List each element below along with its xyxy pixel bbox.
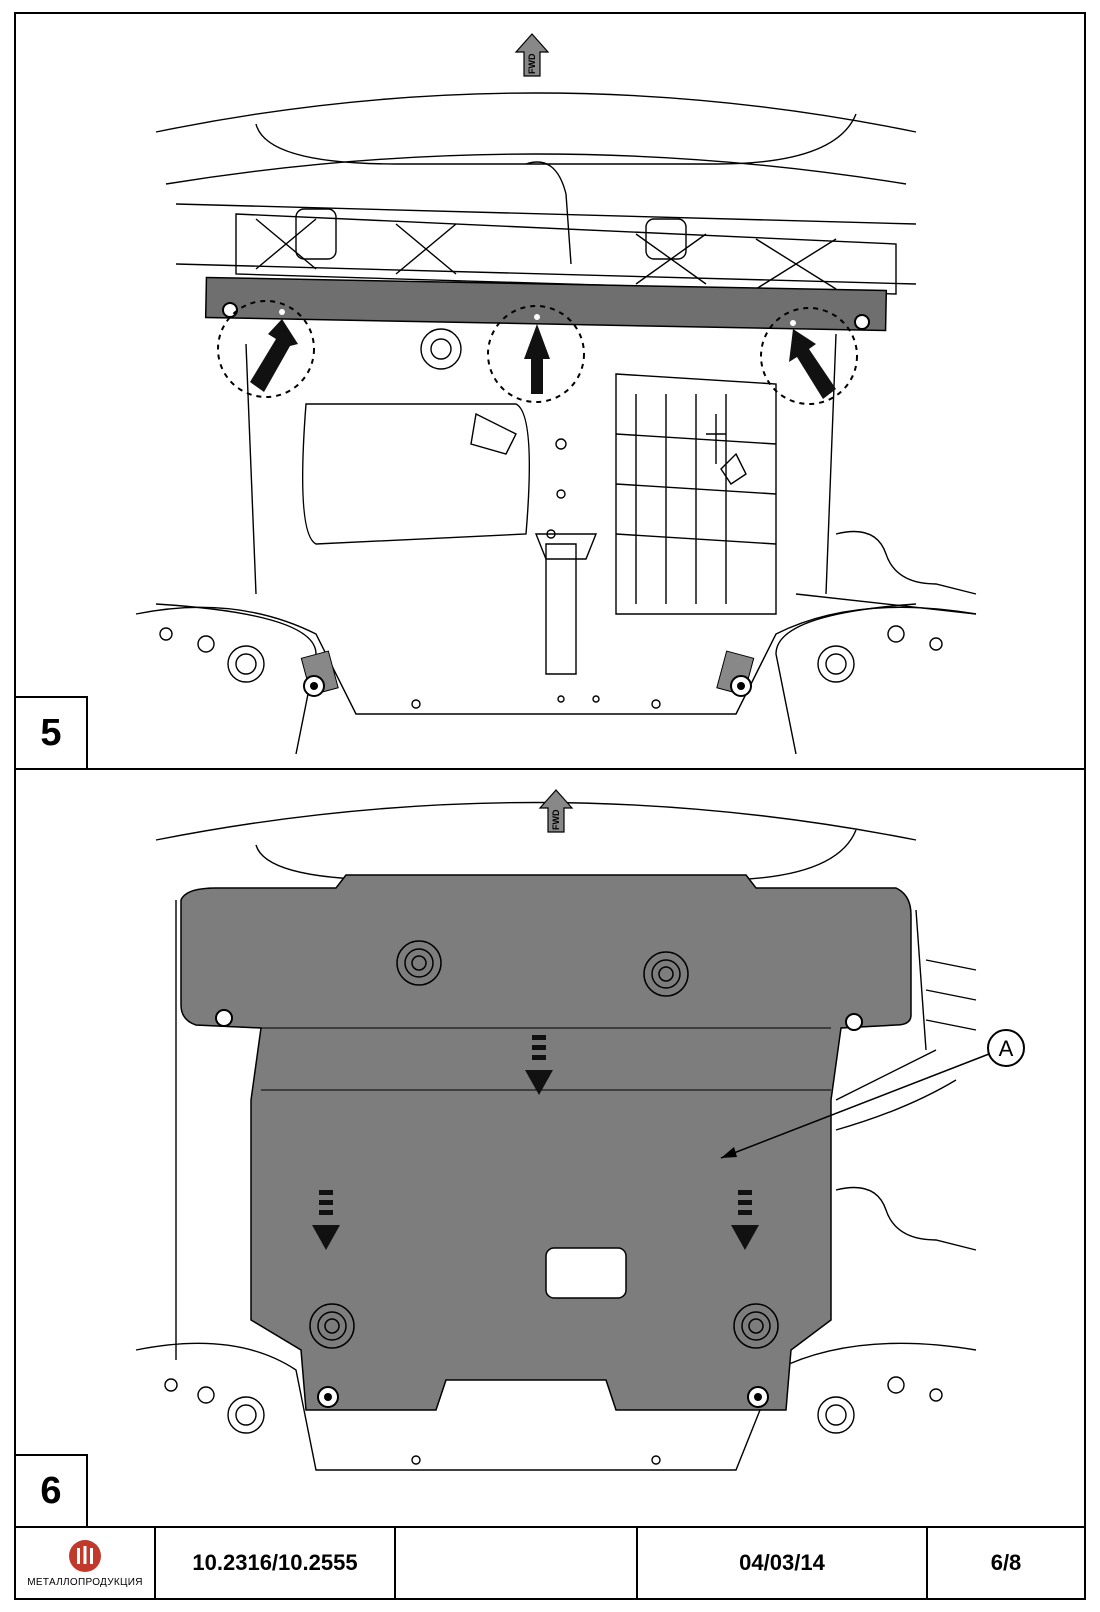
- shield-bolt-rear-right: [747, 1386, 769, 1408]
- brand-name: МЕТАЛЛОПРОДУКЦИЯ: [27, 1576, 143, 1588]
- subframe-bolt-right: [716, 650, 755, 697]
- page-number: 6/8: [990, 1550, 1022, 1575]
- crossbar-bolt-right: [854, 314, 870, 330]
- down-arrow-left: [312, 1190, 340, 1250]
- subframe-bolt-left: [300, 650, 339, 697]
- down-arrow-center: [525, 1035, 553, 1095]
- skid-plate-cutout: [545, 1247, 627, 1299]
- step-5-illustration: FWD: [135, 33, 977, 755]
- fwd-arrow: FWD: [514, 33, 550, 77]
- detail-circle-left: [217, 300, 315, 398]
- skid-plate: [180, 874, 912, 1411]
- svg-text:FWD: FWD: [527, 53, 537, 74]
- step-5-panel: FWD 5: [14, 12, 1086, 770]
- crossbar-bolt-left: [222, 302, 238, 318]
- hole-center: [534, 314, 540, 320]
- svg-text:A: A: [999, 1036, 1014, 1061]
- svg-text:FWD: FWD: [551, 809, 561, 830]
- arrow-right: [789, 329, 836, 399]
- callout-a: A: [720, 1029, 1025, 1159]
- shield-bolt-front-right: [845, 1013, 863, 1031]
- step-number: 6: [16, 1454, 88, 1526]
- arrow-center: [524, 324, 550, 394]
- detail-circle-center: [487, 305, 585, 403]
- arrow-left: [250, 319, 298, 392]
- step-number: 5: [16, 696, 88, 768]
- shield-bolt-front-left: [215, 1009, 233, 1027]
- company-logo-icon: [69, 1539, 101, 1572]
- step-6-panel: A FWD 6: [14, 768, 1086, 1528]
- shield-bolt-rear-left: [317, 1386, 339, 1408]
- down-arrow-right: [731, 1190, 759, 1250]
- logo-cell: МЕТАЛЛОПРОДУКЦИЯ: [16, 1528, 156, 1598]
- hole-right: [790, 320, 796, 326]
- hole-left: [279, 309, 285, 315]
- revision-date: 04/03/14: [638, 1528, 928, 1598]
- fwd-arrow: FWD: [538, 789, 574, 833]
- blank-cell: [396, 1528, 638, 1598]
- product-code: 10.2316/10.2555: [156, 1528, 396, 1598]
- crossbar: [204, 276, 888, 332]
- detail-circle-right: [760, 307, 858, 405]
- step-6-illustration: A FWD: [135, 789, 1025, 1471]
- title-block: МЕТАЛЛОПРОДУКЦИЯ 10.2316/10.2555 04/03/1…: [14, 1526, 1086, 1600]
